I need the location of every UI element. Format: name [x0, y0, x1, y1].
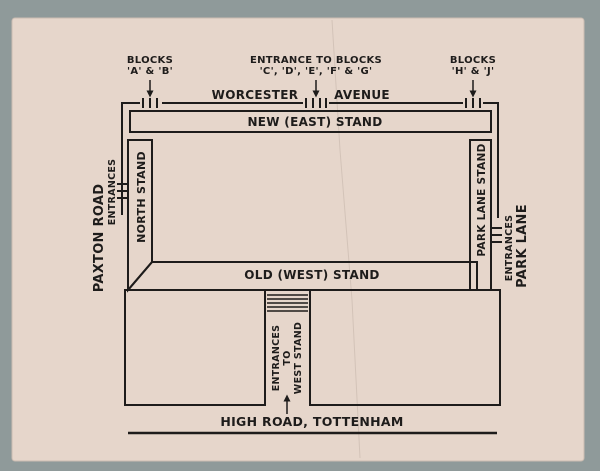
card [11, 17, 585, 462]
gate-blocks-hj [463, 98, 483, 109]
blocks-hj-label-line1: BLOCKS [450, 55, 496, 66]
worcester-label: WORCESTER [212, 88, 299, 102]
west-entrances-label-line1: ENTRANCES [271, 325, 282, 392]
arrows [146, 80, 477, 414]
card-crease [331, 19, 361, 459]
west-entrances-label-line3: WEST STAND [293, 322, 304, 394]
blocks-ab-label-line1: BLOCKS [127, 55, 173, 66]
gate-blocks-cdefg [303, 98, 329, 109]
west-entrance-steps [267, 294, 308, 312]
high-road-label: HIGH ROAD, TOTTENHAM [220, 414, 403, 429]
paxton-road-entrance-gates [117, 183, 128, 199]
blocks-ab-label-line2: 'A' & 'B' [127, 66, 173, 77]
west-entrances-label-line2: TO [282, 350, 293, 365]
park-lane-label: PARK LANE [515, 204, 530, 288]
new-east-stand-outline [129, 110, 492, 133]
entrance-blocks-label-line2: 'C', 'D', 'E', 'F' & 'G' [260, 66, 373, 77]
park-lane-entrances-label: ENTRANCES [504, 215, 515, 282]
paxton-entrances-label: ENTRANCES [107, 159, 118, 226]
avenue-label: AVENUE [334, 88, 390, 102]
new-east-stand-label: NEW (EAST) STAND [247, 115, 382, 129]
north-stand-label: NORTH STAND [135, 151, 148, 243]
blocks-hj-label-line2: 'H' & 'J' [452, 66, 495, 77]
gate-blocks-ab [140, 98, 162, 109]
park-lane-entrance-gates [491, 227, 502, 243]
entrance-blocks-label-line1: ENTRANCE TO BLOCKS [250, 55, 382, 66]
paxton-road-label: PAXTON ROAD [92, 184, 107, 293]
old-west-stand-label: OLD (WEST) STAND [244, 268, 379, 282]
park-lane-stand-label: PARK LANE STAND [476, 143, 488, 256]
